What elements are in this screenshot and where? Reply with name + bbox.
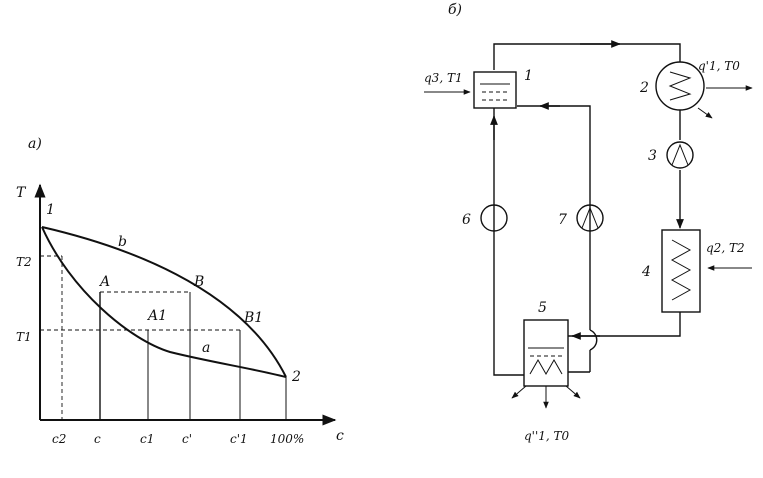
pipe-5-6-1 [493, 108, 524, 376]
tick-c: c [94, 432, 101, 446]
valve-3-icon [671, 143, 689, 166]
component-2-label: 2 [639, 80, 649, 96]
component-1-label: 1 [524, 68, 533, 84]
curve-lower-a [41, 226, 287, 378]
pipe-1-7 [517, 105, 591, 330]
flow-q2-label: q2, T2 [706, 241, 745, 255]
point-B: B [193, 274, 204, 290]
tick-t2: T2 [16, 255, 32, 269]
x-axis-label: c [336, 428, 344, 444]
tick-cprime: c' [182, 432, 192, 446]
pipe-4-5 [568, 312, 681, 337]
point-A1: A1 [146, 308, 167, 324]
pump-6 [480, 204, 508, 232]
curve-label-b: b [118, 234, 127, 250]
point-B1: B1 [243, 310, 263, 326]
panel-a-label: a) [28, 136, 42, 152]
component-5-label: 5 [538, 300, 547, 316]
pipe-bypass [589, 329, 598, 351]
exchanger-2-coil-icon [668, 71, 692, 101]
valve-3 [666, 141, 694, 169]
y-axis-label: T [16, 185, 27, 201]
tank-5-coil-icon [529, 358, 563, 376]
component-6-label: 6 [462, 212, 471, 228]
tick-c1: c1 [140, 432, 154, 446]
panel-b-schematic: б) 1 2 3 4 [424, 2, 753, 443]
component-7-label: 7 [558, 212, 567, 228]
curve-label-a: a [202, 340, 210, 356]
flow-q1pp-label: q''1, T0 [524, 429, 570, 443]
vessel-1 [473, 71, 517, 109]
curve-upper-b [41, 226, 287, 378]
flow-q3-label: q3, T1 [424, 71, 463, 85]
valve-7-icon [581, 206, 599, 229]
flow-q1pp-arrow-right [565, 385, 581, 399]
heater-4-coil-icon [670, 239, 692, 301]
heater-4 [661, 229, 701, 313]
panel-b-label: б) [448, 2, 462, 18]
point-1: 1 [46, 202, 55, 218]
flow-q1pp-arrow-left [511, 385, 527, 399]
tick-100: 100% [270, 432, 304, 446]
flow-q1p-label: q'1, T0 [698, 59, 740, 73]
tick-t1: T1 [16, 330, 32, 344]
component-3-label: 3 [648, 148, 657, 164]
tick-c2: c2 [52, 432, 66, 446]
component-4-label: 4 [641, 264, 651, 280]
valve-7 [576, 204, 604, 232]
point-A: A [98, 274, 110, 290]
panel-a-phase-diagram: a) T c T2 T1 c2 c c1 c' c'1 100% 1 2 A B [16, 136, 344, 446]
tick-c1prime: c'1 [230, 432, 248, 446]
exchanger-2 [655, 61, 705, 111]
point-2: 2 [291, 369, 301, 385]
flow-q1p-arrow-2 [697, 107, 713, 119]
pipe-top [493, 43, 681, 70]
tank-5 [523, 319, 569, 387]
